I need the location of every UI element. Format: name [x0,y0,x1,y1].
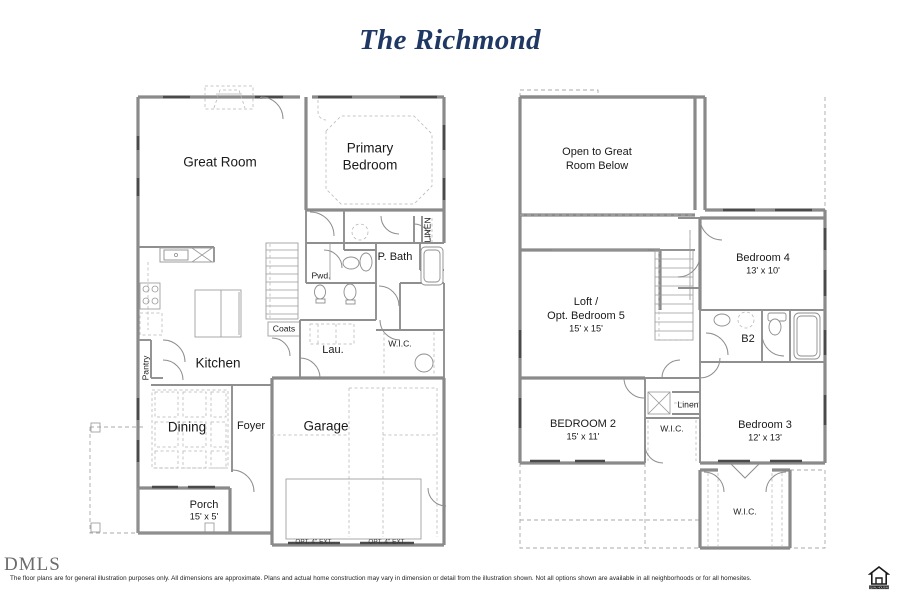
optional-bay-feature [204,85,254,110]
porch-area [137,488,272,534]
label-bedroom3: Bedroom 3 [738,419,792,431]
wic-floor1 [376,283,445,379]
label-pwd: Pwd. [311,270,330,280]
primary-bath-fixtures [314,223,444,305]
loft-area [520,248,662,310]
label-b2: B2 [741,333,754,345]
dining-area [136,384,233,489]
label-dining: Dining [168,420,206,435]
label-p-bath: P. Bath [378,251,413,263]
label-coats: Coats [273,323,295,333]
label-bedroom2: BEDROOM 2 [550,418,616,430]
open-to-below [520,95,697,251]
svg-text:OPT. 4'' EXT.: OPT. 4'' EXT. [368,539,405,546]
label-open-to-below-line1: Open to Great [562,146,632,158]
label-linen: LINEN [422,217,432,242]
label-linen-floor2: Linen [677,399,698,409]
label-pantry: Pantry [140,355,150,381]
bedroom2-area [520,376,645,399]
label-wic-floor1: W.I.C. [388,338,411,348]
label-open-to-below-line2: Room Below [566,160,628,172]
linen-closet-floor1 [421,216,433,243]
svg-text:OPT. 4'' EXT.: OPT. 4'' EXT. [295,539,332,546]
window-marks-floor2 [518,208,827,463]
brand-logo: DMLS [4,554,61,575]
stair-floor2 [654,249,694,341]
dim-bedroom3: 12' x 13' [748,432,782,442]
window-marks-floor1 [136,95,446,200]
bedroom4-area [677,216,825,311]
label-bedroom4: Bedroom 4 [736,252,790,264]
label-wic-bottom: W.I.C. [733,506,756,516]
dim-bedroom2: 15' x 11' [567,431,600,441]
label-wic-middle: W.I.C. [660,423,683,433]
wic-bottom-floor2 [698,462,792,550]
page-title: The Richmond [359,24,541,56]
label-garage: Garage [303,419,348,434]
label-laundry: Lau. [322,344,343,356]
disclaimer-text: The floor plans are for general illustra… [10,575,752,582]
equal-housing-opportunity-icon: EQUAL HOUSING [868,564,890,590]
svg-text:EQUAL HOUSING: EQUAL HOUSING [868,585,890,589]
label-loft-line2: Opt. Bedroom 5 [547,310,625,322]
stair-floor1 [265,242,299,320]
label-porch: Porch [190,499,219,511]
hall-linen-floor2 [644,357,721,463]
label-primary-bedroom-line1: Primary [347,141,394,156]
b2-bathroom [699,310,825,363]
label-loft-line1: Loft / [574,296,599,308]
footer: DMLS The floor plans are for general ill… [0,554,900,600]
dim-loft: 15' x 15' [569,323,603,333]
dim-bedroom4: 13' x 10' [746,265,780,275]
kitchen-area [138,246,242,381]
label-kitchen: Kitchen [195,356,240,371]
floor-1-plan: OPT. 4'' EXT. OPT. 4'' EXT. Great Room P… [89,85,447,547]
floor-2-plan: Open to Great Room Below Bedroom 4 13' x… [518,89,827,550]
label-great-room: Great Room [183,155,257,170]
garage-area: OPT. 4'' EXT. OPT. 4'' EXT. [270,376,447,547]
dim-porch: 15' x 5' [190,511,219,521]
foyer-area [231,384,272,493]
primary-tray-ceiling [317,100,433,205]
label-foyer: Foyer [237,420,265,432]
label-primary-bedroom-line2: Bedroom [343,158,398,173]
